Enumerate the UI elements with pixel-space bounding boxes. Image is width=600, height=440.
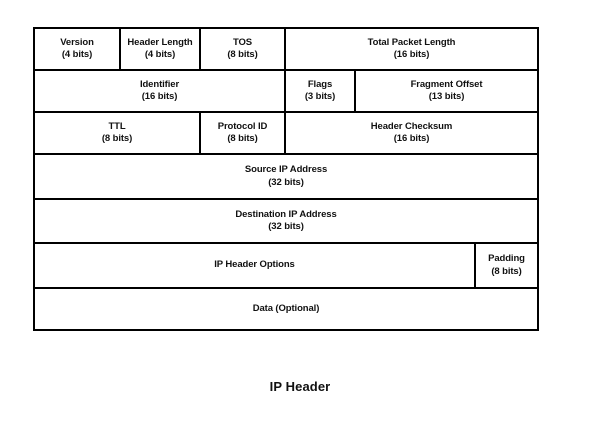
field-cell-protocol-id: Protocol ID (8 bits) bbox=[199, 111, 286, 155]
field-label: IP Header Options bbox=[214, 259, 295, 271]
ip-header-field-table: Version (4 bits) Header Length (4 bits) … bbox=[32, 27, 540, 331]
field-cell-padding: Padding (8 bits) bbox=[473, 242, 540, 289]
field-cell-data-optional: Data (Optional) bbox=[32, 287, 540, 331]
field-label: Fragment Offset bbox=[410, 78, 483, 90]
field-bits: (16 bits) bbox=[393, 133, 430, 144]
field-cell-ip-header-options: IP Header Options bbox=[33, 242, 476, 289]
field-cell-flags: Flags (3 bits) bbox=[284, 69, 356, 113]
field-label: Identifier bbox=[139, 78, 180, 90]
field-bits: (8 bits) bbox=[227, 133, 258, 144]
field-bits: (13 bits) bbox=[428, 91, 465, 102]
field-label: Total Packet Length bbox=[367, 36, 456, 48]
field-cell-ttl: TTL (8 bits) bbox=[33, 111, 201, 155]
field-bits: (8 bits) bbox=[227, 49, 258, 60]
field-bits: (32 bits) bbox=[268, 176, 304, 188]
header-row-version: Version (4 bits) Header Length (4 bits) … bbox=[33, 27, 540, 71]
field-cell-fragment-offset: Fragment Offset (13 bits) bbox=[353, 69, 540, 113]
field-bits: (8 bits) bbox=[491, 265, 522, 277]
field-label: TTL bbox=[108, 120, 126, 132]
field-label: Destination IP Address bbox=[235, 208, 337, 220]
field-bits: (3 bits) bbox=[304, 91, 336, 102]
header-row-source-ip: Source IP Address (32 bits) bbox=[32, 153, 540, 200]
header-row-options: IP Header Options Padding (8 bits) bbox=[33, 242, 540, 289]
field-cell-header-length: Header Length (4 bits) bbox=[119, 27, 201, 71]
field-label: Protocol ID bbox=[217, 120, 268, 132]
field-bits: (4 bits) bbox=[144, 49, 176, 60]
diagram-caption: IP Header bbox=[269, 379, 331, 394]
field-cell-destination-ip-address: Destination IP Address (32 bits) bbox=[32, 198, 540, 244]
field-cell-version: Version (4 bits) bbox=[33, 27, 121, 71]
field-bits: (16 bits) bbox=[393, 49, 430, 60]
field-label: TOS bbox=[232, 36, 253, 48]
field-label: Version bbox=[60, 36, 94, 48]
field-cell-tos: TOS (8 bits) bbox=[199, 27, 286, 71]
header-row-data: Data (Optional) bbox=[32, 287, 540, 331]
field-cell-total-packet-length: Total Packet Length (16 bits) bbox=[283, 27, 540, 71]
field-bits: (4 bits) bbox=[61, 49, 93, 60]
field-cell-source-ip-address: Source IP Address (32 bits) bbox=[32, 153, 540, 200]
field-cell-header-checksum: Header Checksum (16 bits) bbox=[283, 111, 540, 155]
header-row-identifier: Identifier (16 bits) Flags (3 bits) Frag… bbox=[33, 69, 540, 113]
field-bits: (16 bits) bbox=[141, 91, 178, 102]
field-label: Flags bbox=[307, 78, 333, 90]
field-label: Header Checksum bbox=[370, 120, 453, 132]
header-row-ttl: TTL (8 bits) Protocol ID (8 bits) Header… bbox=[33, 111, 540, 155]
field-cell-identifier: Identifier (16 bits) bbox=[33, 69, 286, 113]
field-label: Source IP Address bbox=[244, 164, 328, 176]
field-label: Header Length bbox=[127, 36, 193, 48]
field-bits: (32 bits) bbox=[268, 221, 304, 232]
field-bits: (8 bits) bbox=[101, 133, 133, 144]
field-label: Padding bbox=[488, 253, 525, 265]
header-row-destination-ip: Destination IP Address (32 bits) bbox=[32, 198, 540, 244]
field-label: Data (Optional) bbox=[252, 302, 320, 314]
